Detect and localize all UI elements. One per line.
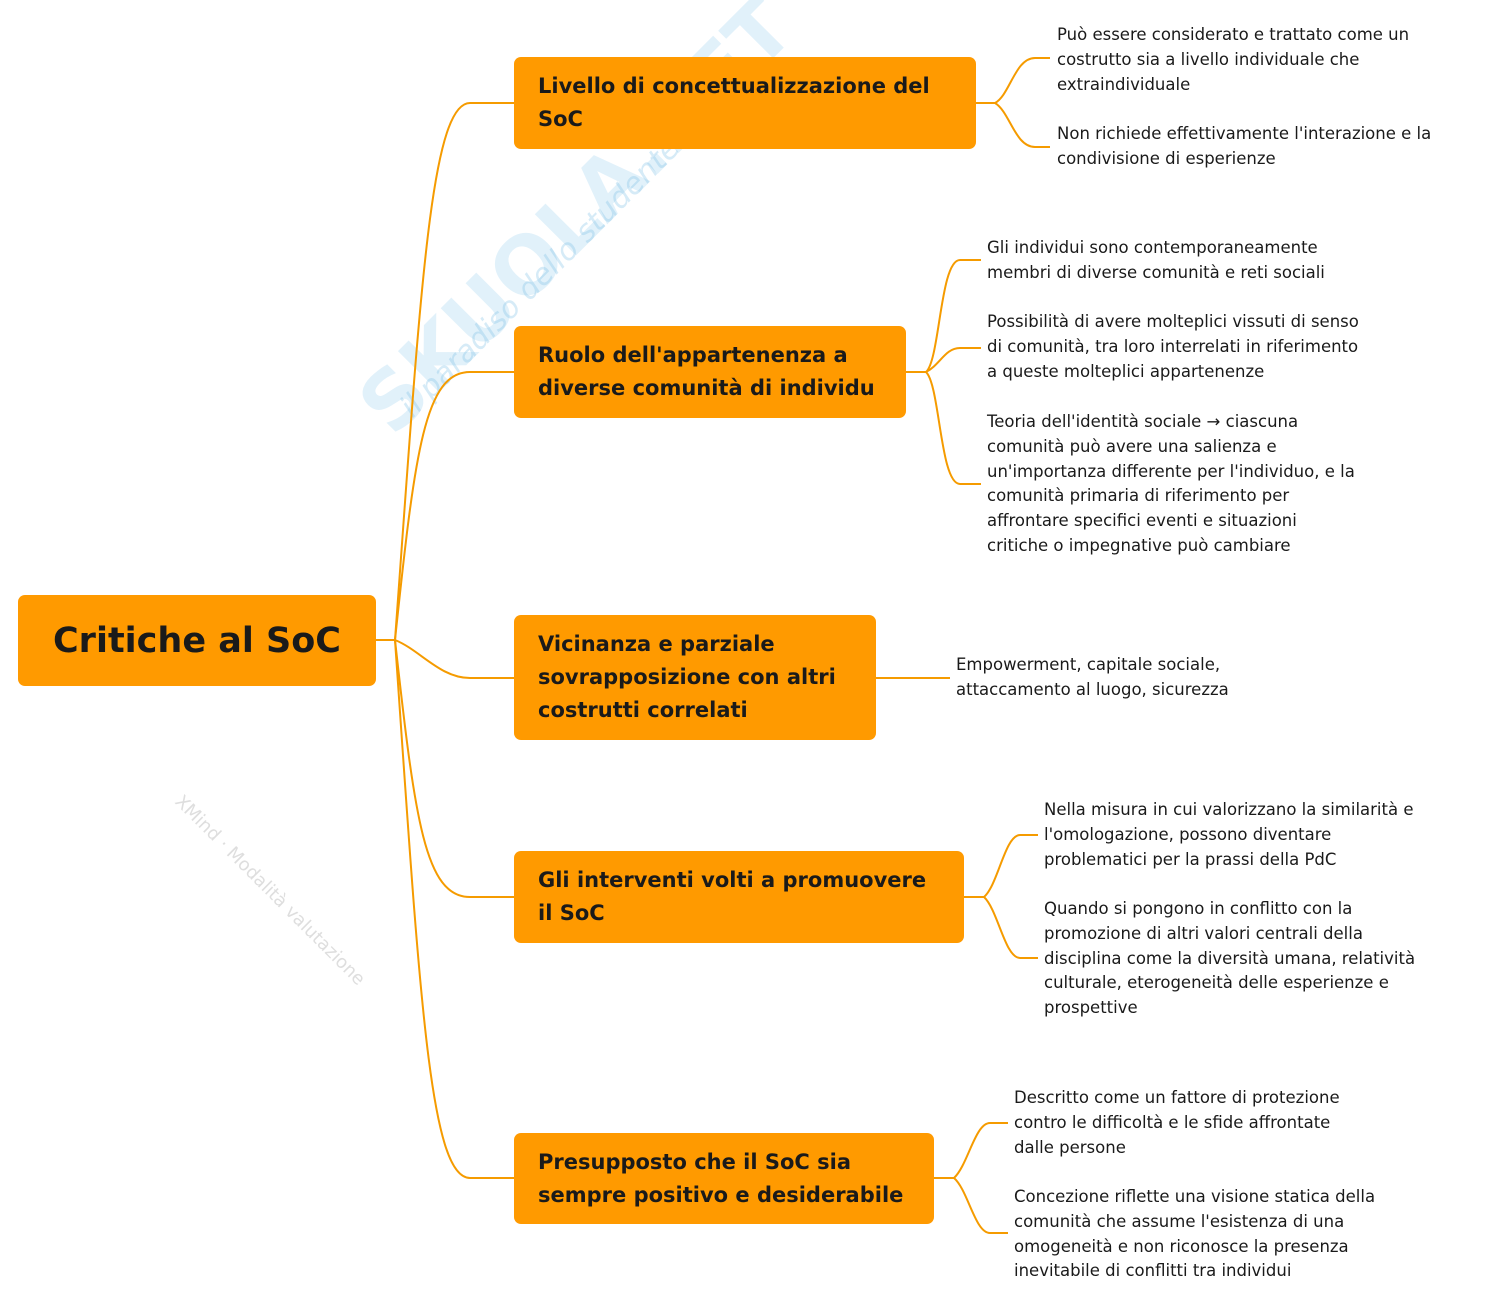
leaf-text[interactable]: Quando si pongono in conflitto con la pr… xyxy=(1044,899,1416,1018)
leaf-text[interactable]: Possibilità di avere molteplici vissuti … xyxy=(987,312,1359,381)
branch-node-conceptualization[interactable]: Livello di concettualizzazione del SoC xyxy=(514,57,976,149)
leaf-text[interactable]: Può essere considerato e trattato come u… xyxy=(1057,25,1410,94)
branch-node-positive-assumption[interactable]: Presupposto che il SoC sia sempre positi… xyxy=(514,1133,934,1224)
branch-node-interventions[interactable]: Gli interventi volti a promuovere il SoC xyxy=(514,851,964,943)
branch-node-related-constructs[interactable]: Vicinanza e parziale sovrapposizione con… xyxy=(514,615,876,740)
leaf-text[interactable]: Empowerment, capitale sociale, attaccame… xyxy=(956,655,1229,699)
leaf-text[interactable]: Descritto come un fattore di protezione … xyxy=(1014,1088,1340,1157)
root-label: Critiche al SoC xyxy=(53,620,341,661)
branch-node-multiple-communities[interactable]: Ruolo dell'appartenenza a diverse comuni… xyxy=(514,326,906,418)
leaf-text[interactable]: Teoria dell'identità sociale → ciascuna … xyxy=(987,412,1355,555)
leaf-text[interactable]: Nella misura in cui valorizzano la simil… xyxy=(1044,800,1414,869)
root-node[interactable]: Critiche al SoC xyxy=(18,595,376,686)
leaf-text[interactable]: Concezione riflette una visione statica … xyxy=(1014,1187,1376,1281)
leaf-text[interactable]: Non richiede effettivamente l'interazion… xyxy=(1057,124,1432,168)
leaf-text[interactable]: Gli individui sono contemporaneamente me… xyxy=(987,238,1325,282)
